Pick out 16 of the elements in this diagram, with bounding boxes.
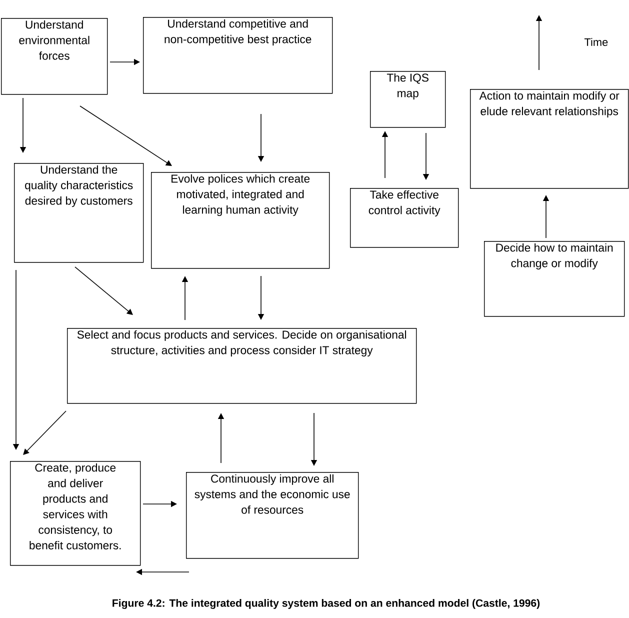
process-box: Understand competitive and non-competitive best practice (143, 17, 333, 94)
process-box: Continuously improve all systems and the economic use of resources (186, 472, 359, 559)
caption: Figure 4.2: The integrated quality system based on an enhanced model (Castle, 1996) (112, 599, 540, 609)
process-box: Understand the quality characteristics desired by customers (14, 163, 144, 263)
process-box: Take effective control activity (350, 188, 459, 248)
process-box: The IQS map (370, 71, 446, 128)
process-box: Decide how to maintain change or modify (484, 241, 625, 317)
process-box: Create, produce and deliver products and services with consistency, to benefit customers. (10, 461, 141, 566)
arrow (23, 410, 66, 455)
arrow (74, 266, 133, 315)
process-box: Action to maintain modify or elude relevant relationships (470, 89, 629, 189)
arrow (80, 106, 172, 166)
process-box: Understand environmental forces (1, 18, 108, 95)
process-box: Evolve polices which create motivated, integrated and learning human activity (151, 172, 330, 269)
process-box: Select and focus products and services. Decide on organisational structure, activities and process consider IT strategy (67, 328, 417, 404)
axis-label: Time (584, 38, 608, 46)
